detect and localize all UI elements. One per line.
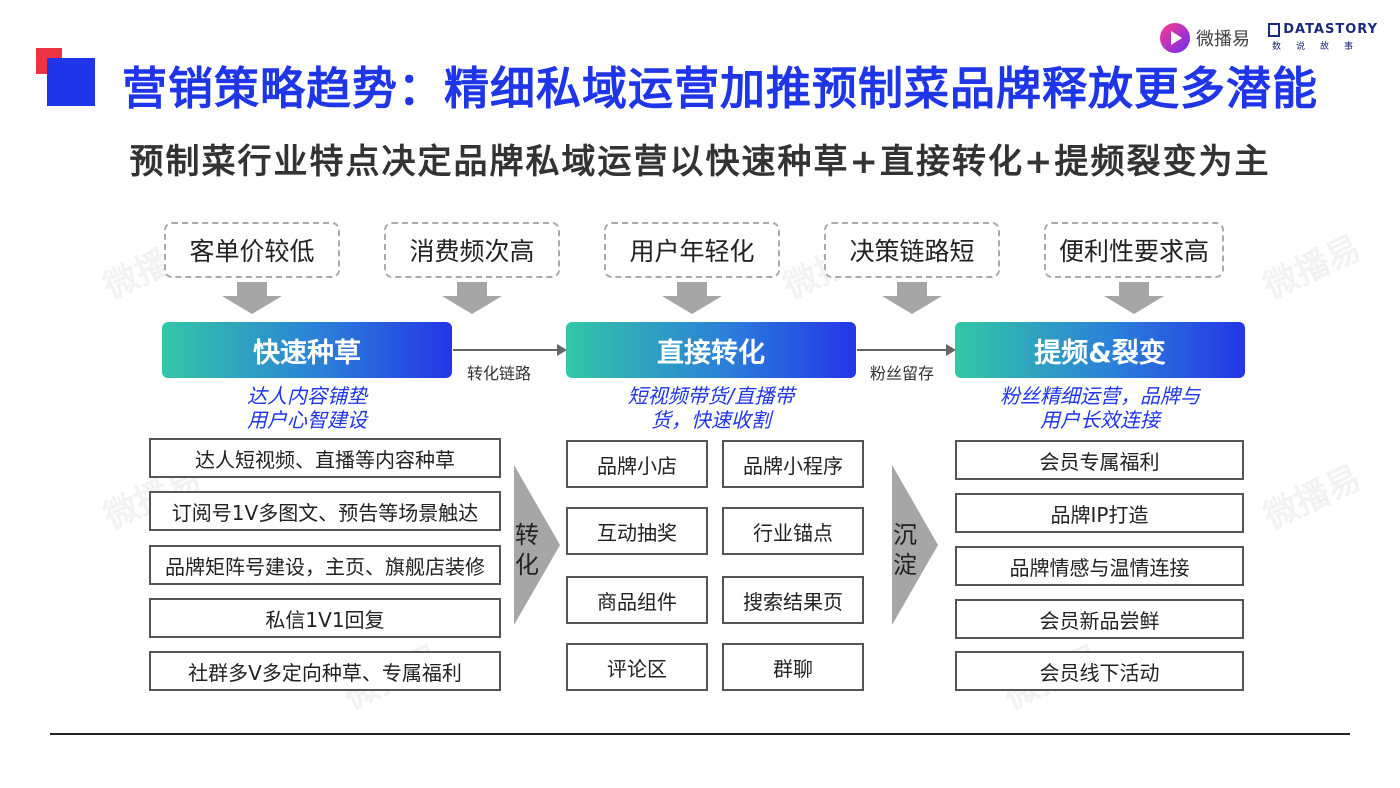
feature-box: 客单价较低 bbox=[164, 222, 340, 278]
feature-box: 决策链路短 bbox=[824, 222, 1000, 278]
down-arrow-icon bbox=[222, 282, 282, 314]
title-accent-blue bbox=[47, 58, 95, 106]
arrow-label: 沉 淀 bbox=[893, 521, 917, 579]
stage-header-seeding: 快速种草 bbox=[162, 322, 452, 378]
big-right-arrow-icon bbox=[514, 465, 560, 625]
arrow-label: 转 化 bbox=[515, 521, 539, 579]
bottom-divider bbox=[50, 733, 1350, 735]
list-item: 会员线下活动 bbox=[955, 651, 1244, 691]
connector-arrow bbox=[453, 344, 567, 356]
connector-label: 粉丝留存 bbox=[870, 364, 935, 383]
arrow-right-icon bbox=[557, 344, 567, 356]
list-item: 达人短视频、直播等内容种草 bbox=[149, 438, 501, 478]
touchpoint-item: 搜索结果页 bbox=[722, 576, 864, 624]
weibo-logo: 微播易 bbox=[1160, 20, 1250, 56]
datastory-logo: DATASTORY 数说故事 bbox=[1268, 22, 1378, 52]
arrow-right-icon bbox=[946, 344, 956, 356]
list-item: 会员专属福利 bbox=[955, 440, 1244, 480]
down-arrow-icon bbox=[1104, 282, 1164, 314]
list-item: 私信1V1回复 bbox=[149, 598, 501, 638]
stage-header-fission: 提频&裂变 bbox=[955, 322, 1245, 378]
stage-note: 粉丝精细运营，品牌与 用户长效连接 bbox=[1000, 384, 1200, 432]
down-arrow-icon bbox=[882, 282, 942, 314]
page-title: 营销策略趋势：精细私域运营加推预制菜品牌释放更多潜能 bbox=[122, 62, 1319, 115]
stage-header-conversion: 直接转化 bbox=[566, 322, 856, 378]
list-item: 品牌矩阵号建设，主页、旗舰店装修 bbox=[149, 545, 501, 585]
stage-note: 短视频带货/直播带 货，快速收割 bbox=[627, 384, 795, 432]
watermark: 微播易 bbox=[1257, 457, 1368, 538]
datastory-logo-cn: 数说故事 bbox=[1272, 42, 1369, 52]
down-arrow-icon bbox=[662, 282, 722, 314]
weibo-logo-text: 微播易 bbox=[1196, 29, 1250, 50]
down-arrow-icon bbox=[442, 282, 502, 314]
touchpoint-item: 群聊 bbox=[722, 643, 864, 691]
list-item: 品牌IP打造 bbox=[955, 493, 1244, 533]
play-icon bbox=[1160, 23, 1190, 53]
touchpoint-item: 商品组件 bbox=[566, 576, 708, 624]
connector-label: 转化链路 bbox=[467, 364, 532, 383]
touchpoint-item: 品牌小店 bbox=[566, 440, 708, 488]
feature-box: 便利性要求高 bbox=[1044, 222, 1224, 278]
connector-arrow bbox=[857, 344, 956, 356]
list-item: 订阅号1V多图文、预告等场景触达 bbox=[149, 491, 501, 531]
list-item: 会员新品尝鲜 bbox=[955, 599, 1244, 639]
touchpoint-item: 评论区 bbox=[566, 643, 708, 691]
touchpoint-item: 行业锚点 bbox=[722, 507, 864, 555]
watermark: 微播易 bbox=[1257, 227, 1368, 308]
touchpoint-item: 品牌小程序 bbox=[722, 440, 864, 488]
datastory-logo-en: DATASTORY bbox=[1283, 22, 1378, 37]
datastory-mark-icon bbox=[1268, 22, 1281, 37]
stage-note: 达人内容铺垫 用户心智建设 bbox=[247, 384, 367, 432]
list-item: 社群多V多定向种草、专属福利 bbox=[149, 651, 501, 691]
feature-box: 用户年轻化 bbox=[604, 222, 780, 278]
feature-box: 消费频次高 bbox=[384, 222, 560, 278]
touchpoint-item: 互动抽奖 bbox=[566, 507, 708, 555]
list-item: 品牌情感与温情连接 bbox=[955, 546, 1244, 586]
page-subtitle: 预制菜行业特点决定品牌私域运营以快速种草+直接转化+提频裂变为主 bbox=[129, 142, 1271, 182]
big-right-arrow-icon bbox=[892, 465, 938, 625]
